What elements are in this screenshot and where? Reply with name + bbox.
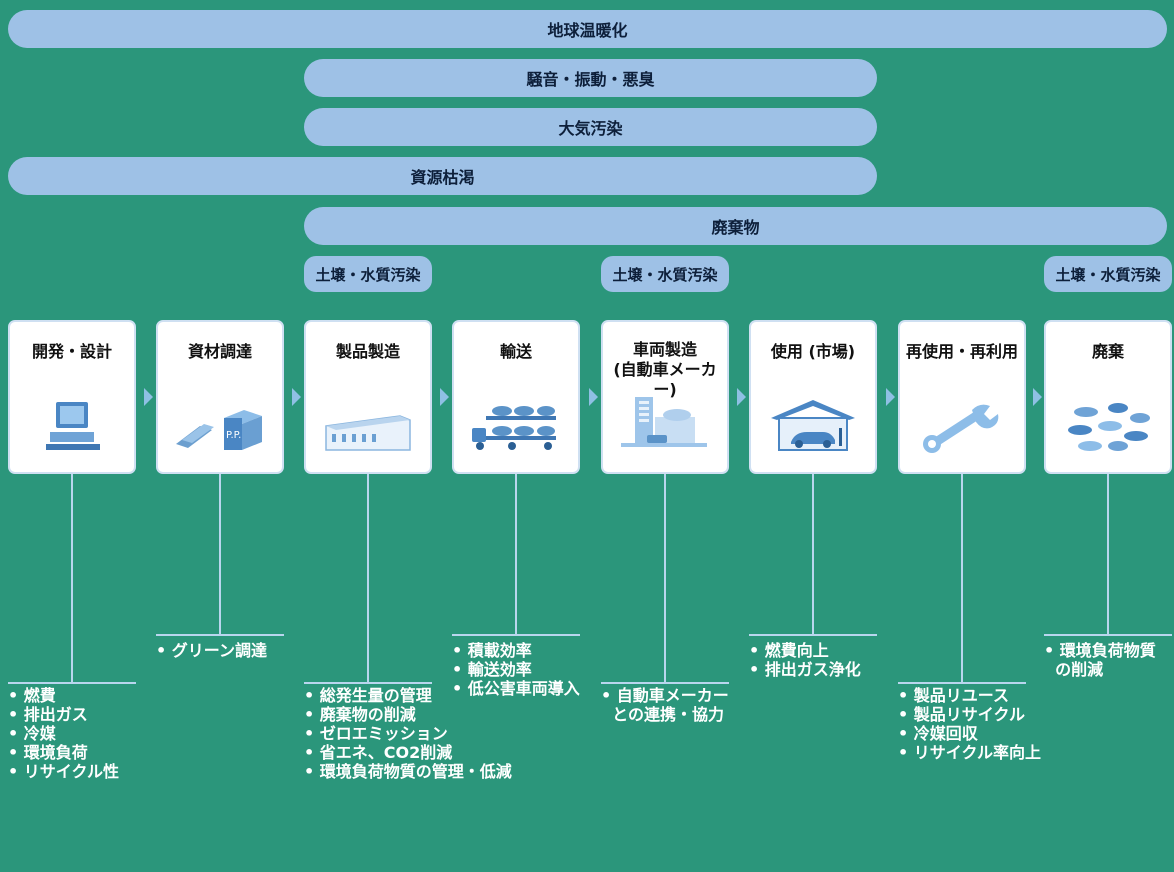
stage-title: 製品製造 [335, 342, 400, 361]
impact-item: • 廃棄物の削減 [304, 705, 416, 724]
stage-title: 開発・設計 [31, 342, 112, 361]
impact-item: • 省エネ、CO2削減 [304, 743, 453, 762]
impact-list-production: • 総発生量の管理 • 廃棄物の削減 • ゼロエミッション • 省エネ、CO2削… [304, 686, 512, 781]
impact-item: の削減 [1044, 660, 1104, 679]
connector-development-bar [8, 682, 136, 684]
flow-arrow-1 [144, 388, 153, 406]
impact-item: • 自動車メーカー [601, 686, 729, 705]
connector-production-bar [304, 682, 432, 684]
flow-arrow-7 [1033, 388, 1042, 406]
impact-list-use: • 燃費向上 • 排出ガス浄化 [749, 641, 861, 679]
connector-reuse-bar [898, 682, 1026, 684]
stage-procurement: 資材調達 P.P. [156, 320, 284, 474]
connector-vehicle-manufacturing [664, 474, 666, 682]
stage-vehicle-manufacturing: 車両製造 (自動車メーカー) [601, 320, 729, 474]
svg-text:P.P.: P.P. [226, 430, 241, 441]
connector-transport-bar [452, 634, 580, 636]
stage-transport: 輸送 [452, 320, 580, 474]
impact-item: • 燃費 [8, 686, 56, 705]
bar-noise-vibration-odor: 騒音・振動・悪臭 [304, 59, 877, 97]
soil-water-label-disposal: 土壌・水質汚染 [1044, 256, 1172, 292]
impact-item: • 燃費向上 [749, 641, 829, 660]
impact-list-disposal: • 環境負荷物質 の削減 [1044, 641, 1156, 679]
flow-arrow-5 [737, 388, 746, 406]
impact-item: • グリーン調達 [156, 641, 267, 660]
impact-item: • 環境負荷 [8, 743, 88, 762]
connector-disposal-bar [1044, 634, 1172, 636]
impact-item: • 輸送効率 [452, 660, 532, 679]
connector-use-bar [749, 634, 877, 636]
impact-list-development: • 燃費 • 排出ガス • 冷媒 • 環境負荷 • リサイクル性 [8, 686, 119, 781]
stage-title-line2: (自動車メーカー) [613, 360, 717, 399]
impact-item: • 積載効率 [452, 641, 532, 660]
connector-procurement-bar [156, 634, 284, 636]
impact-item: • リサイクル性 [8, 762, 119, 781]
stage-disposal: 廃棄 [1044, 320, 1172, 474]
connector-reuse [961, 474, 963, 682]
flow-arrow-3 [440, 388, 449, 406]
computer-icon [46, 402, 100, 450]
connector-disposal [1107, 474, 1109, 634]
impact-item: • 冷媒 [8, 724, 56, 743]
factory-icon [325, 415, 411, 451]
stage-title-line1: 車両製造 [632, 340, 697, 359]
soil-water-label-production: 土壌・水質汚染 [304, 256, 432, 292]
connector-vehicle-manufacturing-bar [601, 682, 729, 684]
bar-waste: 廃棄物 [304, 207, 1167, 245]
stage-title: 輸送 [499, 342, 532, 361]
impact-list-reuse: • 製品リユース • 製品リサイクル • 冷媒回収 • リサイクル率向上 [898, 686, 1041, 762]
impact-item: • 総発生量の管理 [304, 686, 432, 705]
impact-item: • リサイクル率向上 [898, 743, 1041, 762]
impact-item: • 低公害車両導入 [452, 679, 580, 698]
flow-arrow-4 [589, 388, 598, 406]
car-carrier-truck-icon [472, 406, 556, 450]
materials-icon: P.P. [176, 410, 262, 450]
connector-transport [515, 474, 517, 634]
impact-item: • 環境負荷物質の管理・低減 [304, 762, 512, 781]
flow-arrow-6 [886, 388, 895, 406]
scrap-vehicles-icon [1068, 403, 1150, 451]
soil-water-label-vehicle-manufacturing: 土壌・水質汚染 [601, 256, 729, 292]
impact-item: との連携・協力 [601, 705, 724, 724]
flow-arrow-2 [292, 388, 301, 406]
car-plant-icon [621, 397, 707, 447]
connector-production [367, 474, 369, 682]
bar-resource-depletion: 資源枯渇 [8, 157, 877, 195]
impact-item: • 排出ガス浄化 [749, 660, 861, 679]
wrench-icon [923, 404, 999, 453]
stage-development: 開発・設計 [8, 320, 136, 474]
impact-item: • 環境負荷物質 [1044, 641, 1156, 660]
stage-title: 使用 (市場) [770, 342, 856, 361]
bar-air-pollution: 大気汚染 [304, 108, 877, 146]
impact-list-vehicle-manufacturing: • 自動車メーカー との連携・協力 [601, 686, 729, 724]
impact-item: • 製品リユース [898, 686, 1009, 705]
impact-list-procurement: • グリーン調達 [156, 641, 267, 660]
garage-icon [771, 400, 855, 451]
impact-item: • 冷媒回収 [898, 724, 978, 743]
impact-item: • 製品リサイクル [898, 705, 1025, 724]
connector-development [71, 474, 73, 682]
stage-use: 使用 (市場) [749, 320, 877, 474]
connector-use [812, 474, 814, 634]
stage-title: 資材調達 [187, 342, 252, 361]
impact-item: • 排出ガス [8, 705, 88, 724]
stage-production: 製品製造 [304, 320, 432, 474]
stage-title: 再使用・再利用 [905, 342, 1018, 361]
impact-item: • ゼロエミッション [304, 724, 448, 743]
stage-title: 廃棄 [1091, 342, 1124, 361]
connector-procurement [219, 474, 221, 634]
stage-reuse: 再使用・再利用 [898, 320, 1026, 474]
impact-list-transport: • 積載効率 • 輸送効率 • 低公害車両導入 [452, 641, 580, 698]
bar-global-warming: 地球温暖化 [8, 10, 1167, 48]
